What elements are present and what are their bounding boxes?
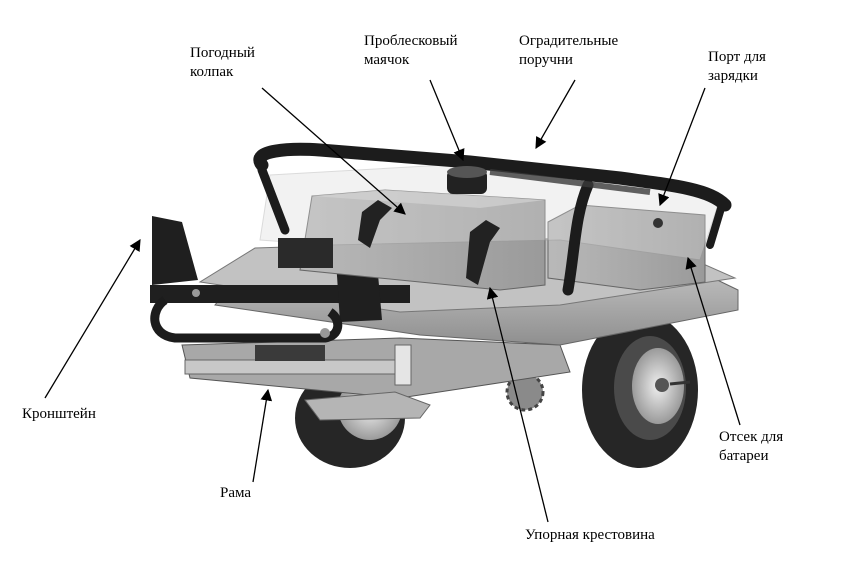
label-frame: Рама [220, 485, 252, 501]
label-cross-brace: Упорная крестовина [525, 527, 655, 543]
leader-lines [44, 79, 741, 523]
guard-rails [253, 142, 732, 296]
lower-frame [181, 337, 571, 421]
leader-bracket [44, 238, 141, 399]
charging-port-icon [653, 218, 663, 228]
leader-frame [252, 388, 273, 483]
beacon-icon [447, 166, 487, 194]
label-charging-port: Порт для зарядки [708, 49, 766, 84]
label-weather-cap: Погодный колпак [190, 45, 255, 80]
leader-charging-port [658, 87, 706, 207]
clamp-icon [278, 200, 500, 285]
label-guard-rails: Оградительные поручни [519, 33, 619, 68]
leader-cross-brace [486, 286, 549, 523]
leader-guard-rails [535, 79, 576, 150]
label-beacon: Проблесковый маячок [364, 33, 458, 68]
leader-weather-cap [261, 87, 406, 215]
leader-beacon [429, 79, 465, 162]
label-bracket: Кронштейн [22, 406, 96, 422]
label-battery-compartment: Отсек для батареи [719, 429, 784, 464]
leader-battery [685, 256, 741, 426]
rear-wheel [582, 312, 698, 468]
